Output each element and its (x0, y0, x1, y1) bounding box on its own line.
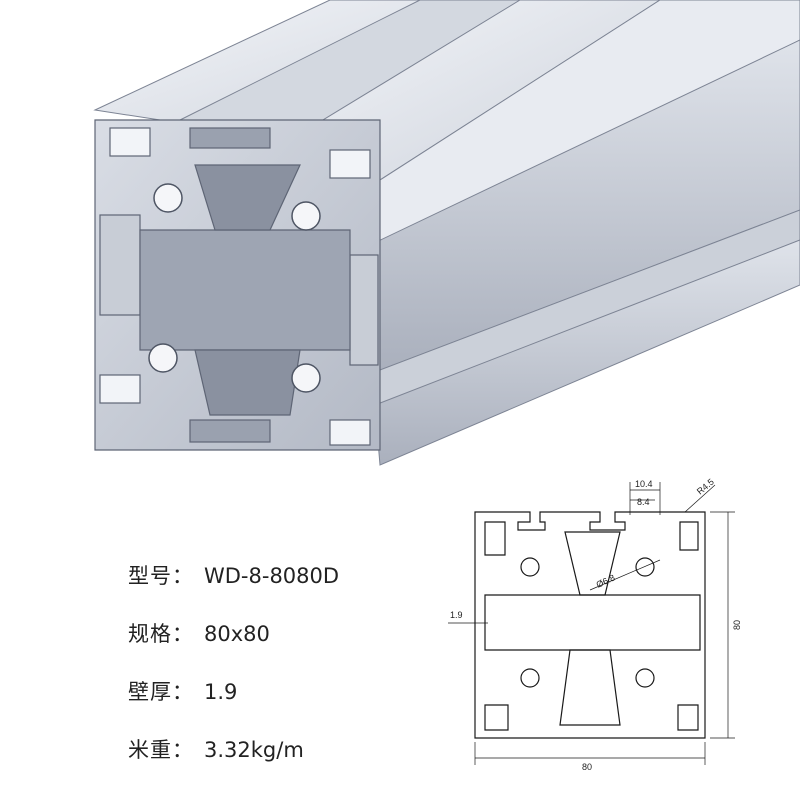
spec-wall-label: 壁厚： (128, 680, 194, 704)
spec-model-value: WD-8-8080D (204, 564, 340, 588)
spec-size-label: 规格： (128, 622, 194, 646)
extrusion-side-surface (369, 39, 800, 466)
extrusion-top-surface (93, 0, 800, 251)
profile-outline (474, 511, 706, 739)
profile-front-face (94, 119, 381, 451)
spec-weight-label: 米重： (128, 738, 194, 762)
dim-height: 80 (732, 620, 742, 630)
spec-wall: 壁厚： 1.9 (128, 676, 237, 706)
dim-hole-diameter: Ø6.8 (595, 573, 617, 590)
dimension-lines (448, 482, 735, 765)
dim-slot-inner: 8.4 (637, 497, 650, 507)
spec-weight: 米重： 3.32kg/m (128, 734, 304, 764)
corner-holes (148, 183, 321, 393)
dim-wall: 1.9 (450, 610, 463, 620)
spec-size: 规格： 80x80 (128, 618, 270, 648)
profile-3d-render (93, 0, 800, 466)
dim-slot-outer: 10.4 (635, 479, 653, 489)
spec-wall-value: 1.9 (204, 680, 238, 704)
dim-width: 80 (582, 762, 592, 772)
spec-model: 型号： WD-8-8080D (128, 560, 339, 590)
drawing-holes (520, 557, 655, 688)
spec-model-label: 型号： (128, 564, 194, 588)
spec-weight-value: 3.32kg/m (204, 738, 304, 762)
spec-size-value: 80x80 (204, 622, 270, 646)
technical-drawing: 10.4 8.4 R4.5 Ø6.8 1.9 80 80 (448, 477, 742, 772)
